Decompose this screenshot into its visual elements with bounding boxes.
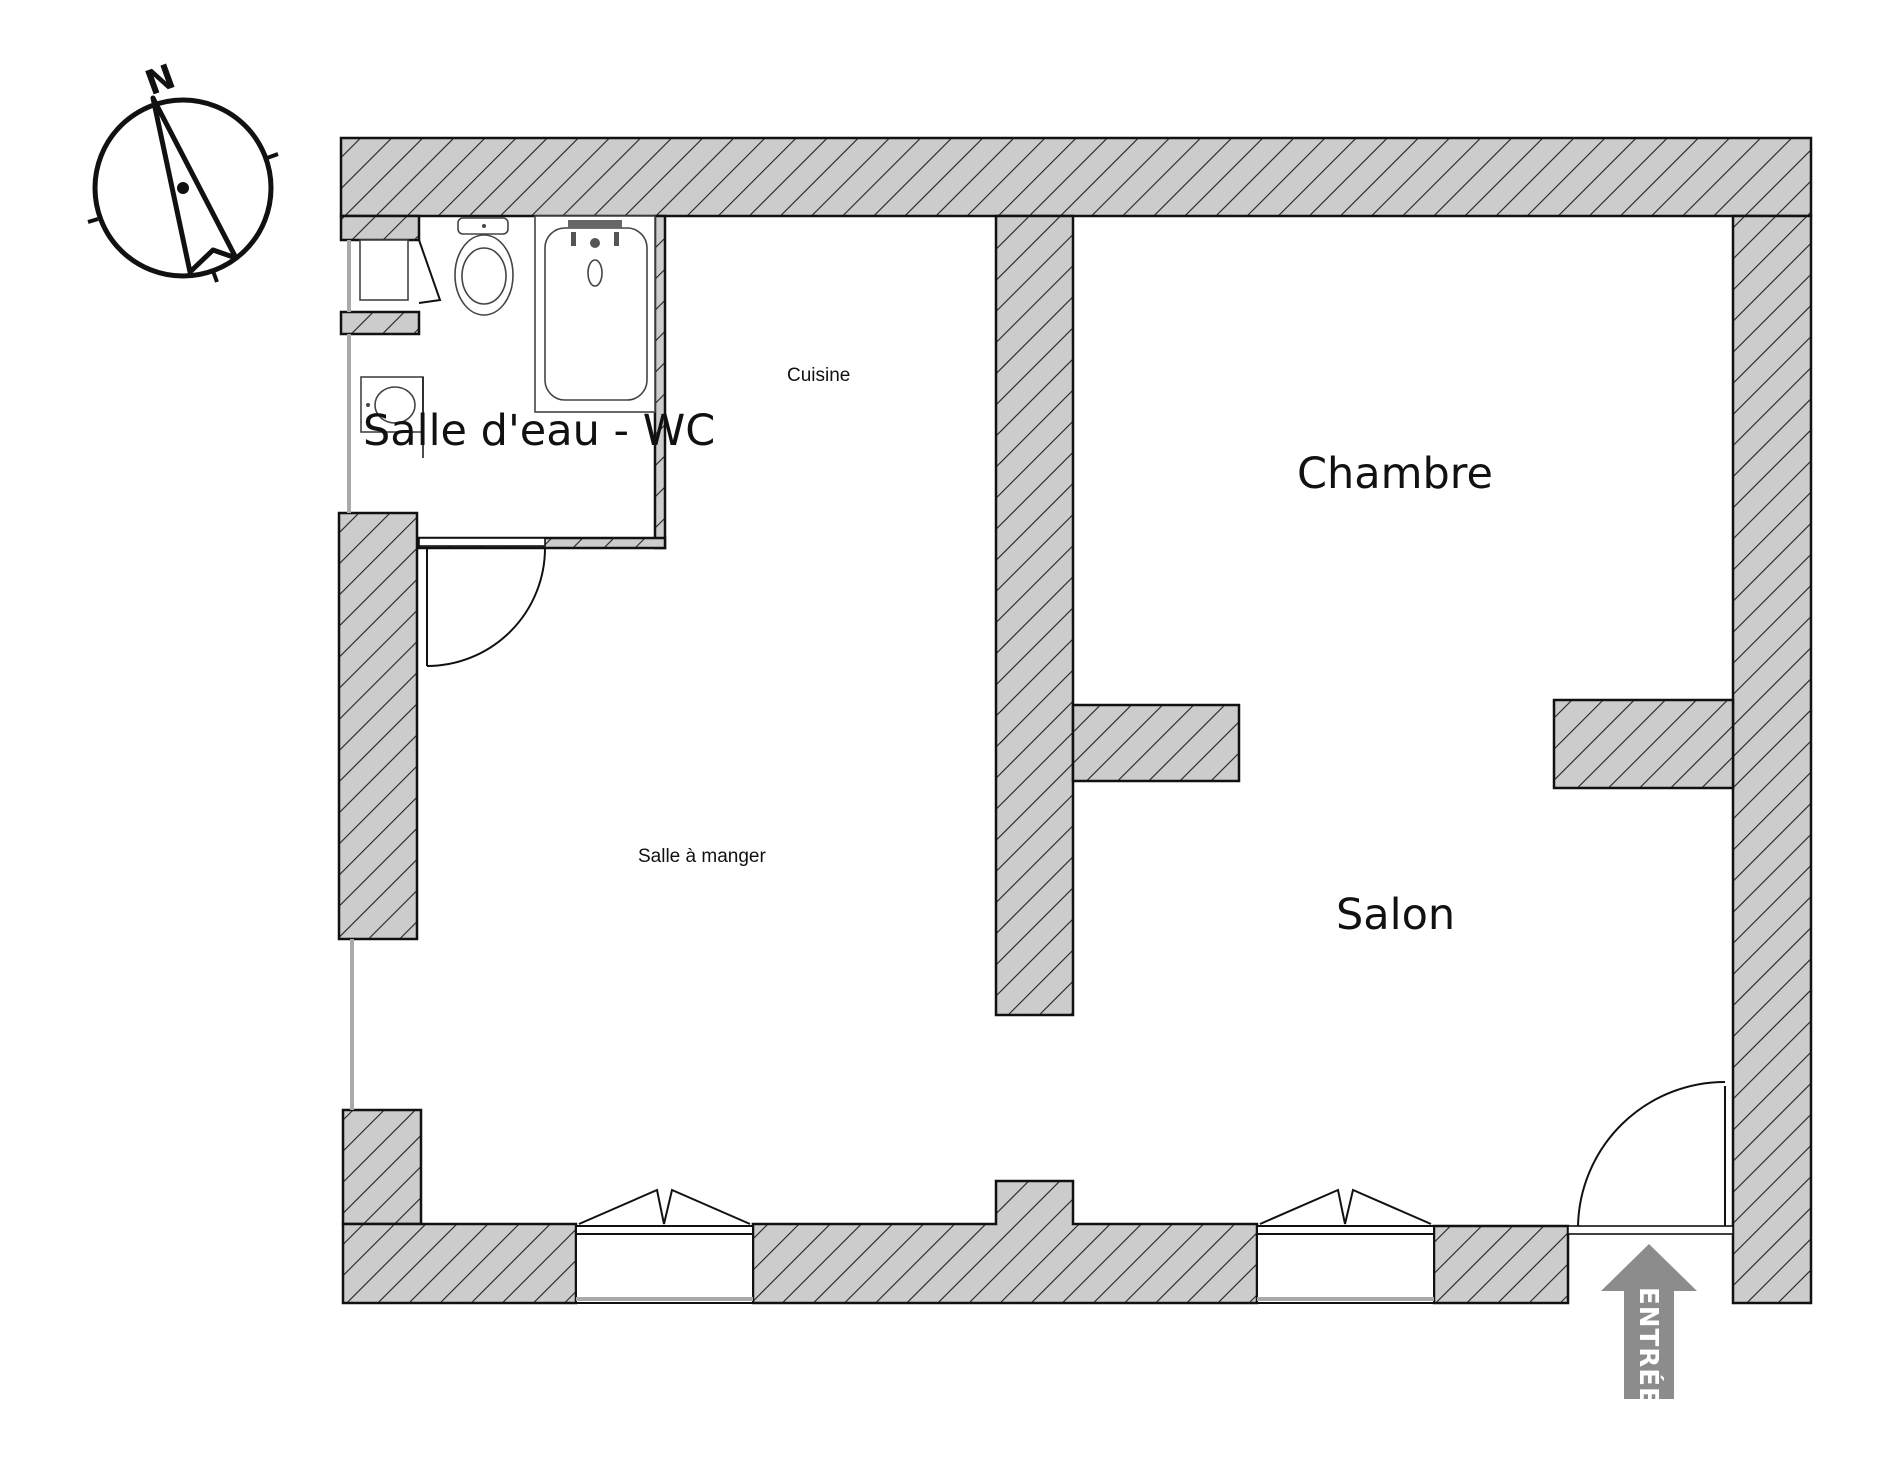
window-frame-upper (359, 239, 409, 301)
room-label-cuisine: Cuisine (787, 365, 850, 386)
wall-top (339, 136, 1813, 218)
walls (337, 136, 1813, 1305)
wall-stub-chambre-right (1552, 698, 1735, 790)
window-bottom-right (1256, 1188, 1435, 1304)
wall-left-top (339, 214, 421, 242)
room-label-chambre: Chambre (1297, 449, 1493, 499)
wall-left-stub (339, 310, 421, 336)
room-label-salle-manger: Salle à manger (638, 846, 766, 867)
toilet (454, 217, 514, 316)
room-label-salon: Salon (1336, 890, 1455, 940)
room-label-salle-eau: Salle d'eau - WC (363, 406, 715, 456)
wall-right (1731, 214, 1813, 1305)
wall-partition-center (994, 214, 1075, 1017)
window-bottom-left (575, 1188, 754, 1304)
compass: N (87, 57, 279, 283)
wall-left-bottom (341, 1108, 423, 1226)
washbasin (360, 376, 424, 458)
wall-bathroom-right (653, 214, 667, 550)
wall-stub-chambre-left (1071, 703, 1241, 783)
entrance-label: ENTRÉE (1633, 1287, 1665, 1406)
door-bathroom (418, 537, 546, 667)
entrance-arrow: ENTRÉE (1601, 1244, 1697, 1406)
wall-bottom-1 (341, 1222, 578, 1305)
compass-north-label: N (140, 57, 180, 104)
wall-bottom-3 (1432, 1224, 1570, 1305)
wall-left-middle (337, 511, 419, 941)
wall-bottom-2 (751, 1179, 1259, 1305)
left-windows (347, 239, 442, 1110)
bathtub (534, 215, 656, 413)
door-entrance (1567, 1081, 1734, 1235)
